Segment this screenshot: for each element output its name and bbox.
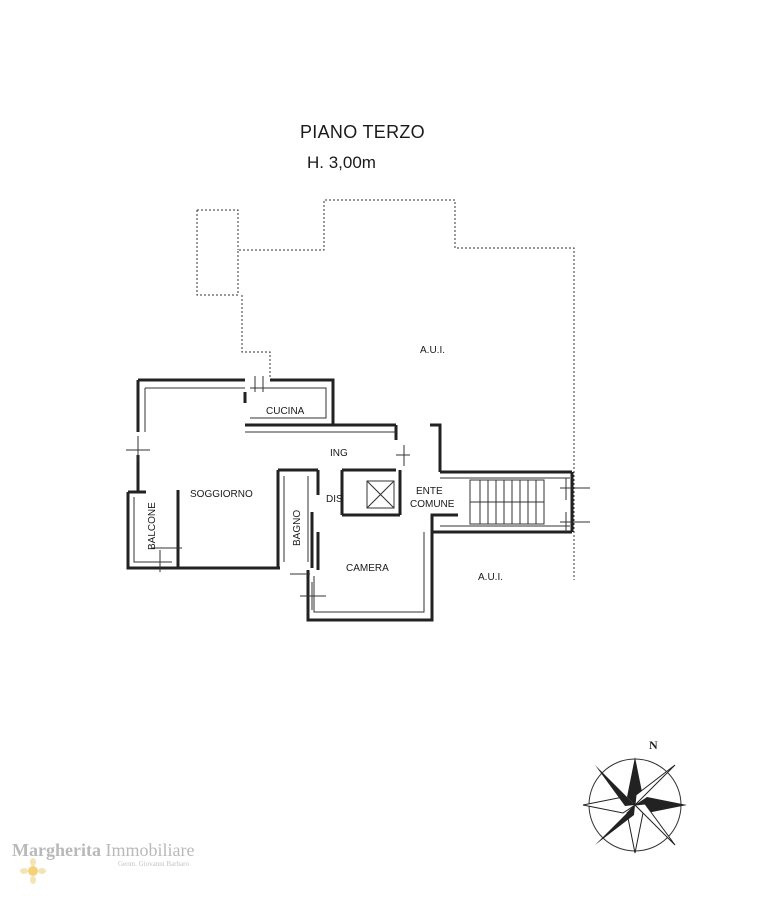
- wall-inner-lines: [133, 387, 570, 613]
- watermark-brand-first: Margherita: [12, 840, 101, 860]
- window-markers: [126, 376, 590, 610]
- compass-nw-point: [595, 765, 635, 806]
- room-label-aui-top: A.U.I.: [420, 345, 445, 356]
- room-label-soggiorno: SOGGIORNO: [190, 489, 253, 500]
- watermark-subline: Geom. Giovanni Barbaro: [118, 860, 189, 868]
- room-label-aui-bottom: A.U.I.: [478, 572, 503, 583]
- watermark-flower-icon: [20, 858, 46, 884]
- room-label-bagno: BAGNO: [292, 510, 303, 546]
- walls: [126, 378, 574, 622]
- watermark-brand-second: Immobiliare: [105, 840, 195, 860]
- plan-title: PIANO TERZO: [300, 122, 425, 142]
- room-label-comune: COMUNE: [410, 499, 455, 510]
- compass-north-label: N: [649, 738, 658, 752]
- room-label-dis: DIS: [326, 494, 343, 505]
- plan-height-label: H. 3,00m: [307, 153, 376, 172]
- watermark-brand: Margherita Immobiliare: [12, 840, 194, 861]
- room-label-camera: CAMERA: [346, 563, 389, 574]
- staircase: [469, 479, 545, 525]
- compass-rose: N: [582, 738, 687, 854]
- compass-sw-point: [595, 805, 635, 845]
- elevator-shaft: [366, 480, 395, 509]
- room-label-ente: ENTE: [416, 486, 443, 497]
- aui-boundary: [196, 199, 575, 580]
- room-label-ing: ING: [330, 448, 348, 459]
- room-label-balcone: BALCONE: [147, 502, 158, 550]
- room-label-cucina: CUCINA: [266, 406, 305, 417]
